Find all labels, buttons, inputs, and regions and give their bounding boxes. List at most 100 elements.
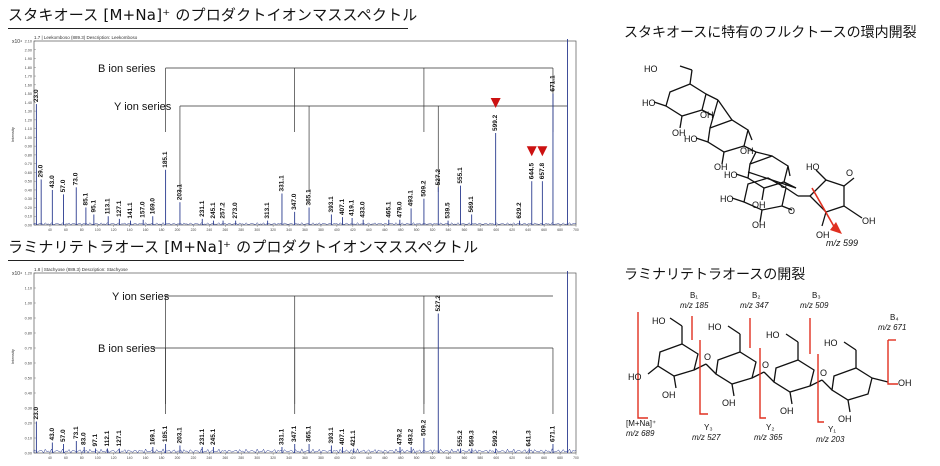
y-tick-label: 0.60 [25, 171, 32, 175]
peak-label: 555.2 [457, 430, 464, 447]
x-tick-label: 540 [446, 228, 452, 232]
svg-text:HO: HO [806, 162, 820, 172]
y-tick-label: 1.60 [25, 83, 32, 87]
b4-label: B₄ [890, 313, 899, 322]
x-tick-label: 40 [48, 456, 52, 460]
y-tick-label: 0.90 [25, 317, 32, 321]
b1-label: B₁ [690, 291, 698, 300]
svg-text:HO: HO [708, 322, 722, 332]
peak-label: 23.0 [33, 406, 40, 419]
svg-text:O: O [788, 206, 795, 216]
b2-label: B₂ [752, 291, 760, 300]
peak-label: 113.1 [105, 198, 112, 214]
x-tick-label: 580 [478, 228, 484, 232]
y1-mz: m/z 203 [816, 435, 845, 444]
x-tick-label: 320 [270, 228, 276, 232]
y3-label: Y₃ [704, 423, 713, 432]
x-tick-label: 600 [493, 456, 499, 460]
laminari-structure-title: ラミナリテトラオースの開裂 [624, 267, 806, 283]
x-tick-label: 220 [191, 456, 197, 460]
peak-label: 407.1 [339, 428, 346, 445]
svg-text:OH: OH [780, 406, 794, 416]
svg-text:O: O [846, 168, 853, 178]
x-tick-label: 600 [493, 228, 499, 232]
peak-label: 141.1 [127, 202, 134, 219]
svg-text:HO: HO [652, 316, 666, 326]
peak-label: 73.0 [73, 172, 80, 185]
x-tick-label: 160 [143, 456, 149, 460]
y-tick-label: 0.70 [25, 347, 32, 351]
y-tick-label: 0.30 [25, 407, 32, 411]
x-tick-label: 500 [414, 456, 420, 460]
svg-text:OH: OH [740, 146, 754, 156]
y-tick-label: 0.10 [25, 437, 32, 441]
x-tick-label: 340 [286, 456, 292, 460]
peak-label: 169.1 [149, 428, 156, 445]
b-series-label: B ion series [98, 343, 156, 355]
peak-label: 127.1 [116, 430, 123, 447]
y-tick-label: 0.90 [25, 145, 32, 149]
x-tick-label: 200 [175, 456, 181, 460]
x-tick-label: 520 [430, 456, 436, 460]
y-tick-group: 2.102.001.901.801.701.601.501.401.301.20… [25, 40, 36, 228]
stachyose-spectrum-title: スタキオース [M+Na]⁺ のプロダクトイオンマススペクトル [8, 6, 418, 24]
x-tick-label: 440 [366, 228, 372, 232]
scale-label: x10⁴ [12, 271, 22, 277]
y-tick-label: 0.60 [25, 362, 32, 366]
peak-label: 479.2 [397, 428, 404, 445]
peak-label: 347.1 [291, 425, 298, 442]
y-tick-label: 1.20 [25, 272, 32, 276]
y-tick-label: 0.20 [25, 206, 32, 210]
x-tick-label: 280 [238, 228, 244, 232]
svg-text:OH: OH [816, 230, 830, 240]
svg-text:OH: OH [862, 216, 876, 226]
peak-label: 257.2 [220, 202, 227, 219]
peak-label: 493.1 [408, 190, 415, 207]
mna-label: [M+Na]⁺ [626, 419, 656, 428]
x-tick-label: 100 [95, 456, 101, 460]
y-tick-label: 1.20 [25, 118, 32, 122]
x-tick-label: 260 [222, 228, 228, 232]
x-tick-label: 60 [64, 456, 68, 460]
x-tick-label: 420 [350, 228, 356, 232]
svg-text:HO: HO [628, 372, 642, 382]
peak-label: 671.1 [549, 75, 556, 92]
peak-label: 493.2 [408, 428, 415, 445]
x-tick-label: 40 [48, 228, 52, 232]
x-tick-label: 100 [95, 228, 101, 232]
b1-mz: m/z 185 [680, 301, 709, 310]
chart-header: 1.8 | Stachyose (889.3) Description: Sta… [34, 267, 128, 272]
x-tick-label: 680 [557, 228, 563, 232]
y-tick-label: 0.00 [25, 452, 32, 456]
b-series-label: B ion series [98, 63, 156, 75]
b3-mz: m/z 509 [800, 301, 829, 310]
x-tick-label: 580 [478, 456, 484, 460]
x-tick-label: 380 [318, 228, 324, 232]
svg-text:OH: OH [662, 390, 676, 400]
peak-label: 231.1 [199, 200, 206, 217]
peak-label: 555.1 [457, 167, 464, 184]
y-tick-label: 1.70 [25, 75, 32, 79]
peak-label: 57.0 [60, 429, 67, 442]
x-tick-label: 200 [175, 228, 181, 232]
svg-text:HO: HO [642, 98, 656, 108]
peak-label: 509.2 [420, 180, 427, 197]
x-tick-label: 680 [557, 456, 563, 460]
arrow-group [490, 98, 548, 157]
laminari-structure-diagram: HO HO OH HO OH HO OH HO OH O O O OH B₁ m… [626, 291, 912, 444]
peak-label: 527.2 [435, 295, 442, 312]
peak-label: 245.1 [210, 202, 217, 219]
x-tick-label: 560 [462, 228, 468, 232]
stachyose-structure-title: スタキオースに特有のフルクトースの環内開裂 [624, 25, 917, 41]
x-tick-label: 280 [238, 456, 244, 460]
y2-label: Y₂ [766, 423, 774, 432]
y-tick-label: 0.80 [25, 332, 32, 336]
peak-label: 527.2 [435, 169, 442, 186]
y-tick-label: 1.00 [25, 302, 32, 306]
svg-text:OH: OH [898, 378, 912, 388]
svg-text:HO: HO [724, 170, 738, 180]
x-tick-label: 420 [350, 456, 356, 460]
